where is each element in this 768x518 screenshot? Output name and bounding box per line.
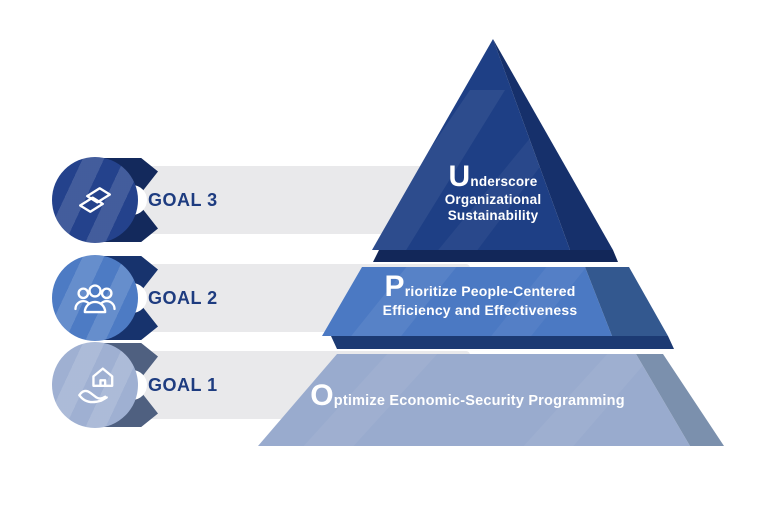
goal1-badge [52, 342, 138, 428]
tier-top-caption: Underscore Organizational Sustainability [398, 162, 588, 224]
pyramid-tier-middle [322, 267, 674, 349]
pyramid-tier-bottom [258, 354, 724, 446]
tier-top-line2: Organizational [444, 192, 542, 207]
pyramid-tier-top [372, 39, 618, 262]
goal2-label: GOAL 2 [148, 287, 218, 308]
tier-middle-caption: Prioritize People-Centered Efficiency an… [340, 272, 620, 319]
goal2-badge [52, 255, 138, 341]
tier-bottom-line1: Optimize Economic-Security Programming [310, 379, 625, 412]
tier-top-line1: Underscore [448, 160, 538, 193]
goal3-label: GOAL 3 [148, 189, 218, 210]
tier-middle-line2: Efficiency and Effectiveness [382, 302, 578, 318]
goal1-label: GOAL 1 [148, 374, 218, 395]
people-group-icon [74, 284, 116, 314]
goal3-badge [52, 157, 138, 243]
tier-top-line3: Sustainability [447, 208, 539, 223]
tier-bottom-caption: Optimize Economic-Security Programming [295, 381, 640, 411]
hands-give-icon [78, 187, 112, 213]
tier-middle-line1: Prioritize People-Centered [384, 270, 576, 303]
hand-home-icon [78, 367, 114, 404]
